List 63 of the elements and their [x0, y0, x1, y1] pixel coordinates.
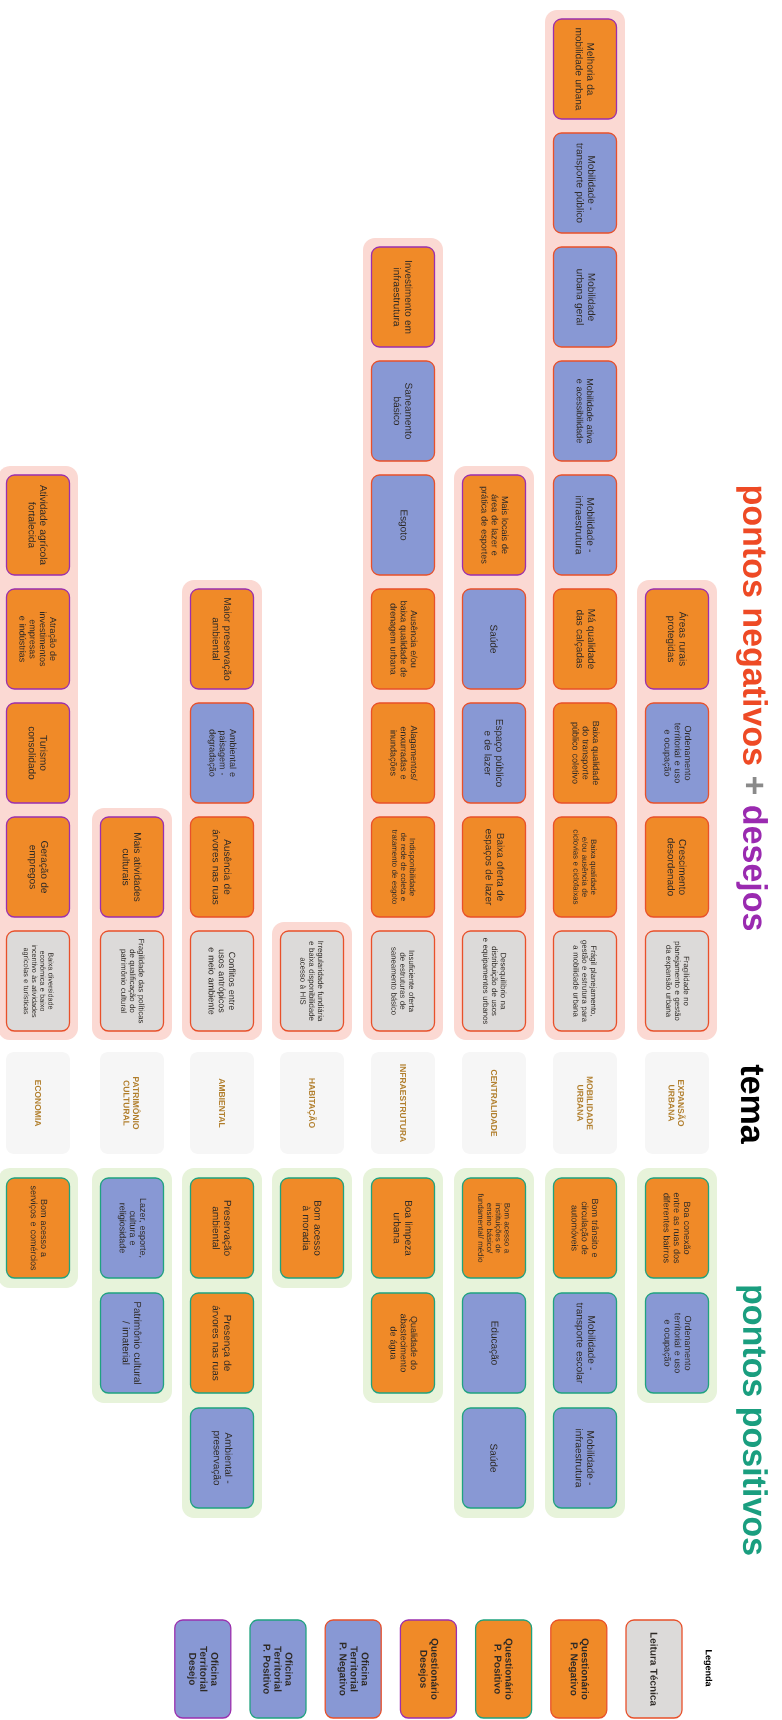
- topic-box: Saúde: [461, 588, 527, 690]
- topic-box: Maior preservação ambiental: [189, 588, 255, 690]
- topic-box: Mobilidade - transporte público: [552, 132, 618, 234]
- topic-box: Melhoria da mobilidade urbana: [552, 18, 618, 120]
- topic-box: Mobilidade urbana geral: [552, 246, 618, 348]
- topic-box: Ausência de árvores nas ruas: [189, 816, 255, 918]
- topic-box: Baixa qualidade do transporte público coletivo: [552, 702, 618, 804]
- topic-box: Boa conexão entre as ruas dos diferentes bairros: [644, 1177, 710, 1279]
- legend-box: Questionário P. Positivo: [474, 1619, 533, 1719]
- topic-box: Atração de investimentos empresas e indústrias: [5, 588, 71, 690]
- legend-box: Questionário P. Negativo: [550, 1619, 608, 1719]
- theme-box: MOBILIDADE URBANA: [553, 1052, 617, 1154]
- topic-box: Mais atividades culturais: [99, 816, 165, 918]
- legend-box: Questionário Desejos: [399, 1619, 458, 1719]
- topic-box: Boa limpeza urbana: [370, 1177, 436, 1279]
- topic-box: Turismo consolidado: [5, 702, 71, 804]
- topic-box: Esgoto: [370, 474, 436, 576]
- topic-box: Saúde: [461, 1407, 527, 1509]
- topic-box: Bom acesso a serviços e comércios: [5, 1177, 71, 1279]
- topic-box: Espaço público e de lazer: [461, 702, 527, 804]
- theme-box: AMBIENTAL: [190, 1052, 254, 1154]
- topic-box: Saneamento básico: [370, 360, 436, 462]
- topic-box: Bom acesso à moradia: [279, 1177, 345, 1279]
- topic-box: Ambiental - preservação: [189, 1407, 255, 1509]
- legend-title: Legenda: [703, 1650, 713, 1687]
- topic-box: Alagamentos/ enxurradas e inundações: [370, 702, 436, 804]
- topic-box: Atividade agrícola fortalecida: [5, 474, 71, 576]
- legend-box: Oficina Territorial Desejo: [174, 1619, 232, 1719]
- theme-box: HABITAÇÃO: [280, 1052, 344, 1154]
- topic-box: Patrimônio cultural / imaterial: [99, 1292, 165, 1394]
- legend-box: Leitura Técnica: [625, 1619, 683, 1719]
- topic-box: Ordenamento territorial e uso e ocupação: [644, 1292, 710, 1394]
- topic-box: Geração de empregos: [5, 816, 71, 918]
- theme-box: PATRIMÔNIO CULTURAL: [100, 1052, 164, 1154]
- topic-box: Lazer, esporte, cultura e religiosidade: [99, 1177, 165, 1279]
- theme-box: ECONOMIA: [6, 1052, 70, 1154]
- topic-box: Investimento em infraestrutura: [370, 246, 436, 348]
- heading: tema: [740, 1064, 764, 1144]
- theme-box: INFRAESTRUTURA: [371, 1052, 435, 1154]
- topic-box: Preservação ambiental: [189, 1177, 255, 1279]
- topic-box: Ordenamento territorial e uso e ocupação: [644, 702, 710, 804]
- topic-box: Ausência e/ou baixa qualidade de drenagem urbana: [370, 588, 436, 690]
- theme-box: EXPANSÃO URBANA: [645, 1052, 709, 1154]
- topic-box: Áreas rurais protegidas: [644, 588, 710, 690]
- topic-box: Conflitos entre usos antrópicos e meio ambiente: [189, 930, 255, 1032]
- topic-box: Qualidade do abastecimento de água: [370, 1292, 436, 1394]
- topic-box: Baixa oferta de espaços de lazer: [461, 816, 527, 918]
- topic-box: Mais locais de área de lazer e prática de esportes: [461, 474, 527, 576]
- topic-box: Má qualidade das calçadas: [552, 588, 618, 690]
- topic-box: Educação: [461, 1292, 527, 1394]
- topic-box: Crescimento desordenado: [644, 816, 710, 918]
- topic-box: Mobilidade - infraestrutura: [552, 1407, 618, 1509]
- topic-box: Mobilidade ativa e acessibilidade: [552, 360, 618, 462]
- legend-box: Oficina Territorial P. Negativo: [324, 1619, 382, 1719]
- heading: pontos negativos + desejos: [736, 486, 768, 931]
- heading: pontos positivos: [736, 1286, 768, 1555]
- topic-box: Bom trânsito e circulação de automóveis: [552, 1177, 618, 1279]
- topic-box: Mobilidade - infraestrutura: [552, 474, 618, 576]
- legend-box: Oficina Territorial P. Positivo: [249, 1619, 307, 1719]
- topic-box: Ambiental e paisagem - degradação: [189, 702, 255, 804]
- topic-box: Presença de árvores nas ruas: [189, 1292, 255, 1394]
- topic-box: Mobilidade - transporte escolar: [552, 1292, 618, 1394]
- theme-box: CENTRALIDADE: [462, 1052, 526, 1154]
